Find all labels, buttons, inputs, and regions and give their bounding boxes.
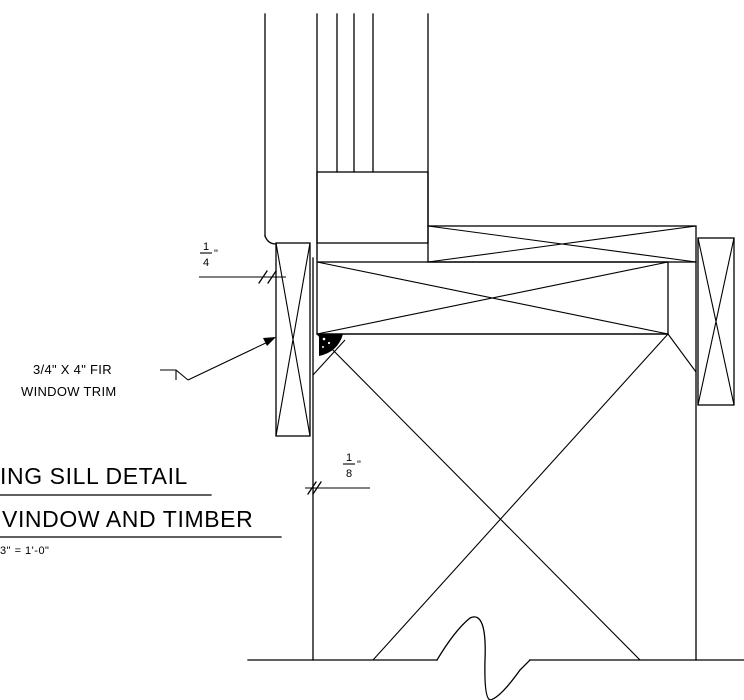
dim-quarter-unit: " [214,248,218,260]
title-line2: VINDOW AND TIMBER [2,506,253,532]
ground-line [247,616,744,700]
dimension-eighth-inch: 1 8 " [305,452,370,495]
trim-callout-line1: 3/4" X 4" FIR [33,362,112,377]
timber-post [312,257,697,661]
dim-eighth-denominator: 8 [346,468,352,480]
title-scale: 3" = 1'-0" [0,545,49,557]
lower-sill-board [316,243,669,335]
sealant-bead [319,334,343,356]
window-trim-left [275,242,311,437]
upper-sill-board [427,225,697,263]
trim-callout-line2: WINDOW TRIM [21,384,117,399]
window-frame-lines [264,13,429,261]
dim-eighth-unit: " [357,459,361,471]
dim-quarter-numerator: 1 [203,241,209,253]
trim-callout-leader [160,337,276,381]
dim-eighth-numerator: 1 [346,452,352,464]
exterior-trim-right [697,237,735,406]
dimension-quarter-inch: 1 4 " [199,241,286,284]
sash-bottom-rail [316,171,429,244]
dim-quarter-denominator: 4 [203,257,209,269]
title-line1: ING SILL DETAIL [0,463,188,489]
